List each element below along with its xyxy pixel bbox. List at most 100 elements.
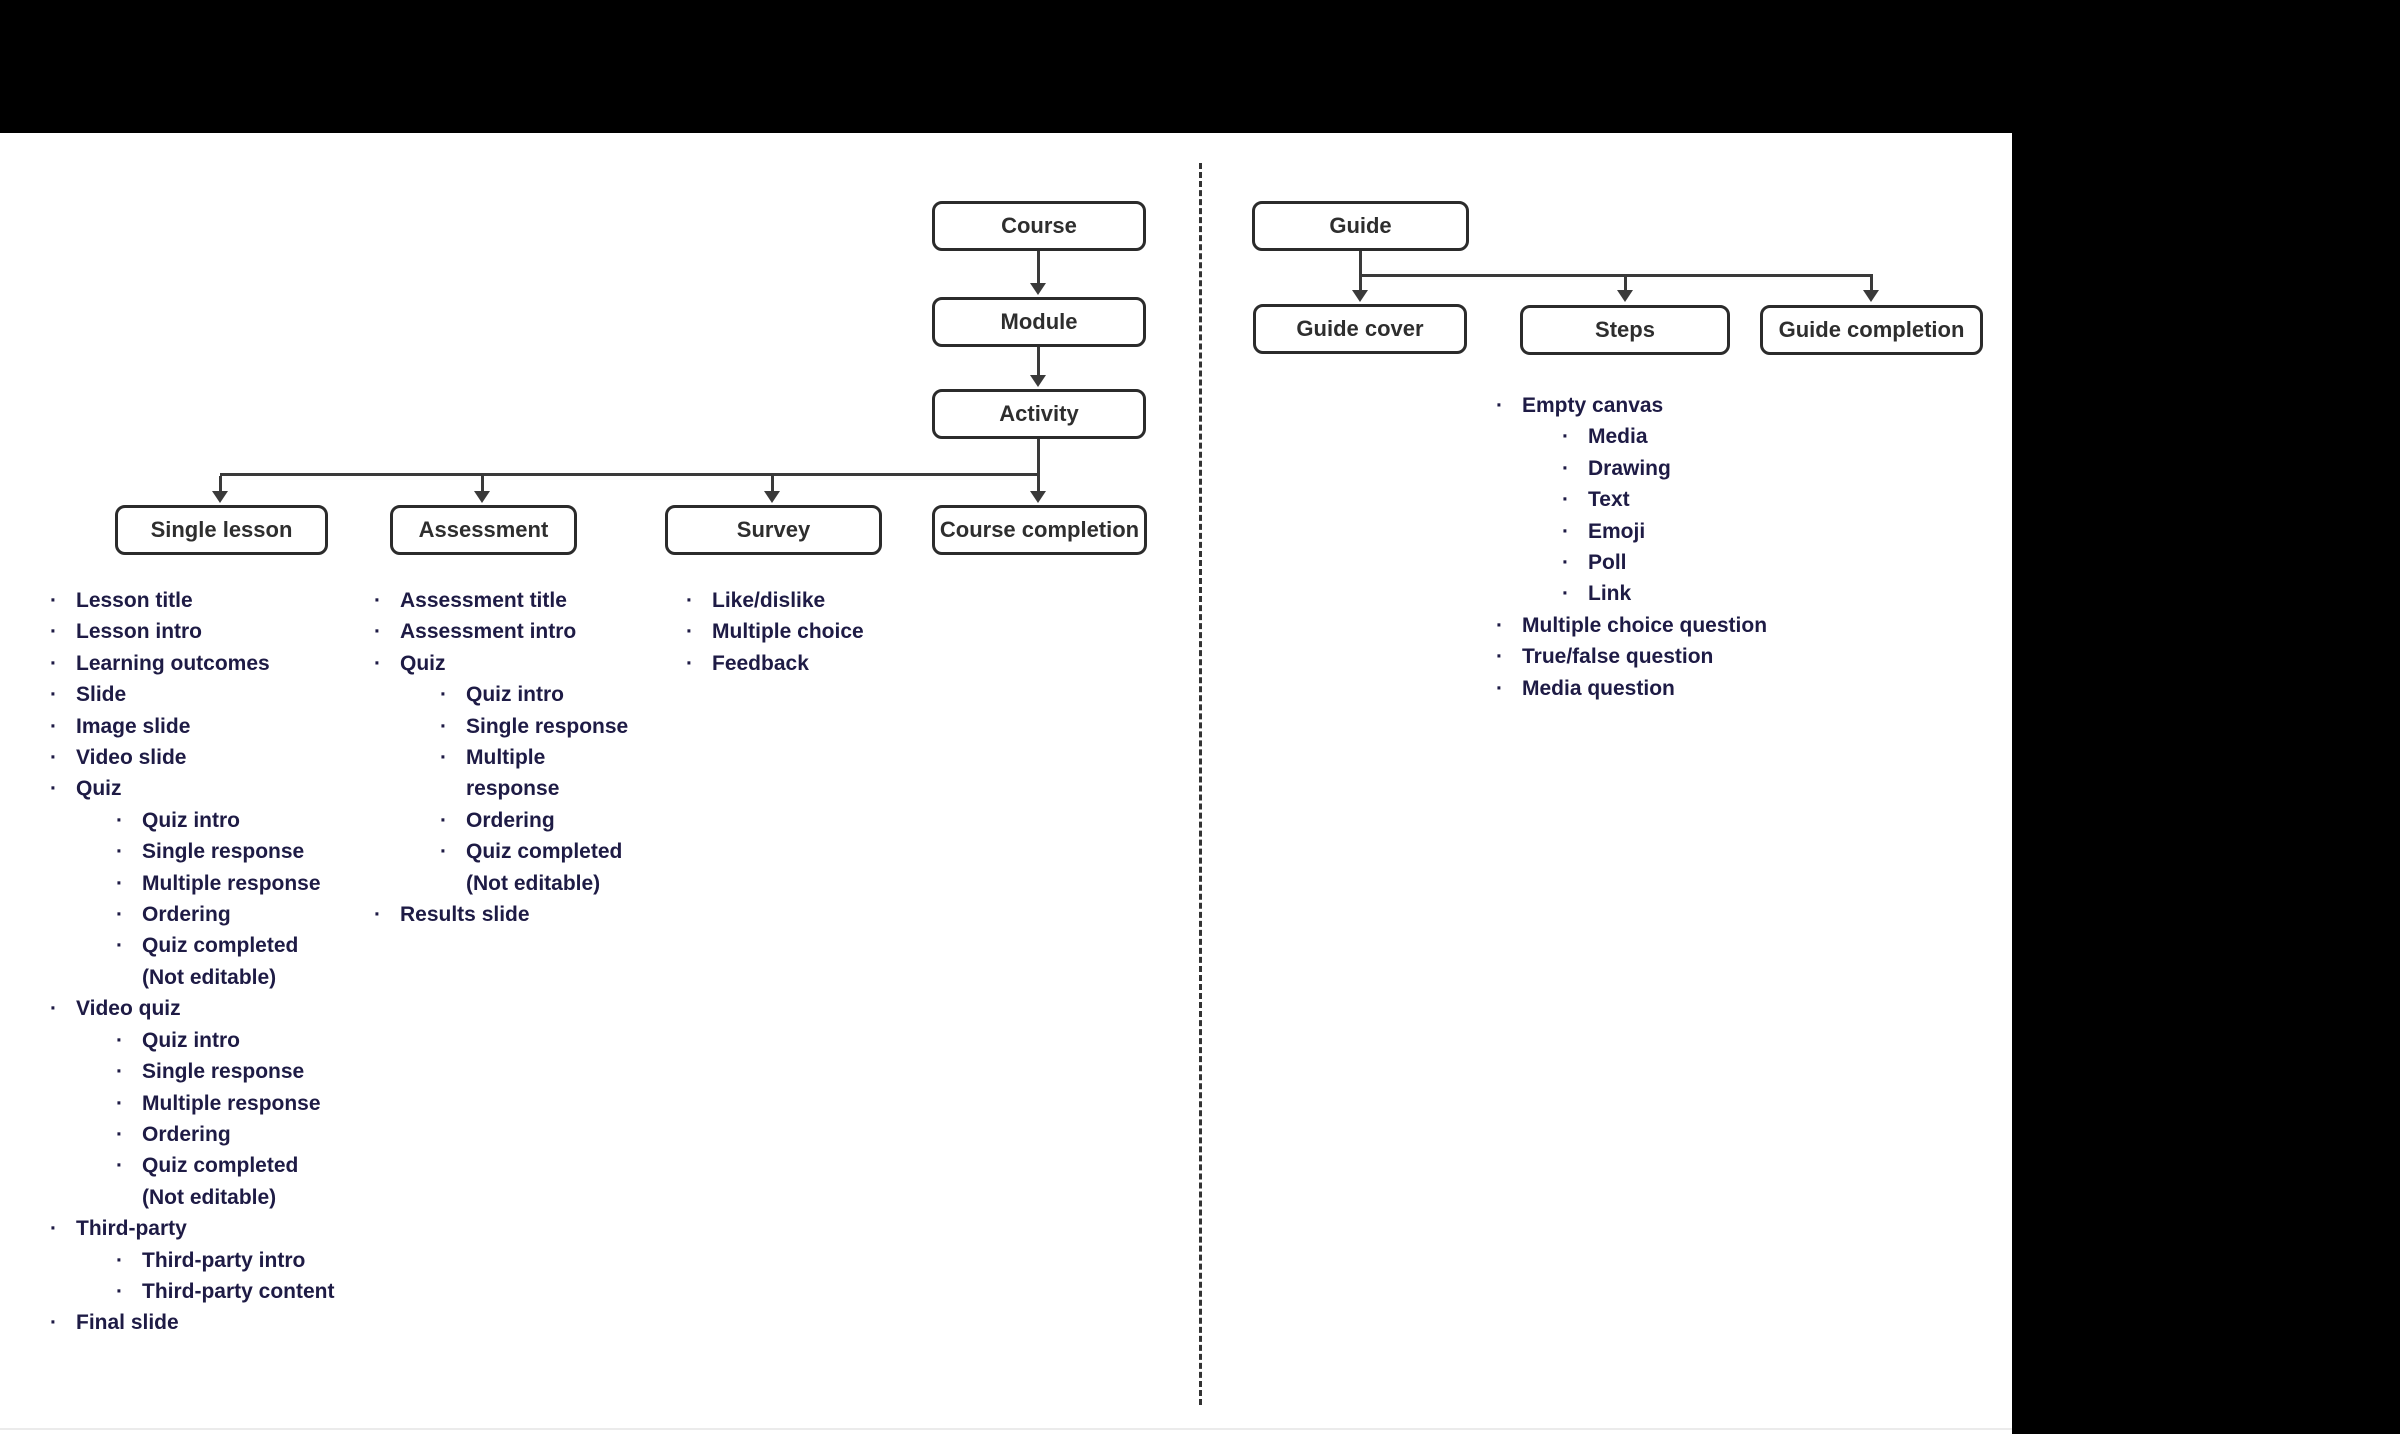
list-item-text: Text [1588,488,1630,512]
bullet-dot: · [116,1091,123,1115]
list-item: ·Video slide [50,742,335,773]
list-item: ·Media question [1496,673,1767,704]
list-item: ·Assessment title [374,585,628,616]
node-course: Course [932,201,1146,251]
list-item: ·Like/dislike [686,585,864,616]
list-item-text: Quiz [400,651,446,675]
arrowhead-assessment [474,491,490,503]
connector-branch-guide-completion [1870,277,1873,290]
list-item: · Ordering [440,805,628,836]
list-item: ·Assessment intro [374,616,628,647]
list-item-text: Ordering [466,808,555,832]
list-item-text: Like/dislike [712,589,826,612]
connector-guide-branch-horizontal [1359,274,1873,277]
bullet-dot: · [50,620,57,644]
bullet-dot: · [686,651,693,675]
list-item: · Third-party content [116,1276,335,1307]
bullet-dot: · [374,651,381,675]
list-item-text: Ordering [142,903,231,927]
node-module-label: Module [1000,309,1078,334]
list-item: ·Text [1562,484,1767,515]
list-item-text: Single response [466,714,629,738]
bullet-dot: · [1496,613,1503,637]
steps-list: ·Empty canvas·Media·Drawing·Text·Emoji·P… [1496,390,1767,704]
list-item-text: Feedback [712,651,809,675]
list-item-text: Image slide [76,714,191,738]
list-item: · Quiz [374,648,628,679]
list-item: · Results slide [374,899,628,930]
list-item-text: Quiz intro [142,808,240,832]
node-guide-cover-label: Guide cover [1296,316,1424,341]
list-item-text: Results slide [400,903,530,927]
bullet-dot: · [116,1060,123,1084]
list-item-text: Ordering [142,1122,231,1146]
bullet-dot: · [116,1248,123,1272]
bullet-dot: · [374,903,381,927]
bullet-dot: · [116,840,123,864]
bullet-dot: · [116,1279,123,1303]
list-item-text: Learning outcomes [76,651,270,675]
connector-course-module [1037,251,1040,285]
list-item-text: Emoji [1588,519,1646,543]
list-item: ·Multiple response [116,868,335,899]
node-single-lesson-label: Single lesson [150,517,293,542]
list-item: ·Video quiz [50,993,335,1024]
list-item: ·Single response [440,711,628,742]
bullet-dot: · [50,746,57,770]
list-item-text: Quiz [76,777,122,801]
node-activity: Activity [932,389,1146,439]
list-item-text: Multiple choice question [1522,613,1768,637]
list-item: · Feedback [686,648,864,679]
arrowhead-course-completion [1030,491,1046,503]
list-item-text: Multiple response [142,1091,321,1115]
list-item-text: Quiz completed(Not editable) [466,840,623,895]
list-item: ·Learning outcomes [50,648,335,679]
node-survey-label: Survey [736,517,811,542]
list-item-text: Third-party intro [142,1248,306,1272]
list-item-text: Slide [76,683,127,707]
bullet-dot: · [116,934,123,958]
survey-list: ·Like/dislike·Multiple choice · Feedback [686,585,864,679]
node-guide-completion-label: Guide completion [1778,317,1965,342]
list-item: ·Link [1562,578,1767,609]
node-course-completion-label: Course completion [939,517,1140,542]
list-item: ·Emoji [1562,516,1767,547]
list-item-text: Lesson title [76,589,193,612]
list-item-text: Empty canvas [1522,394,1664,417]
list-item-text: Third-party content [142,1279,335,1303]
connector-branch-survey [771,476,774,492]
list-item: ·Slide [50,679,335,710]
list-item: ·Quiz completed(Not editable) [116,930,335,993]
bullet-dot: · [116,1028,123,1052]
bullet-dot: · [1562,551,1569,575]
list-item: · Ordering [116,899,335,930]
list-item-text: Quiz intro [466,683,564,707]
bullet-dot: · [50,1311,57,1335]
node-activity-label: Activity [999,401,1079,426]
bullet-dot: · [116,903,123,927]
connector-activity-branch-horizontal [220,473,1040,476]
arrowhead-survey [764,491,780,503]
list-item: · Multiple choice question [1496,610,1767,641]
bullet-dot: · [440,808,447,832]
list-item: · Third-party [50,1213,335,1244]
node-single-lesson: Single lesson [115,505,328,555]
list-item-text: Third-party [76,1217,187,1241]
list-item-text: Lesson intro [76,620,203,644]
list-item: ·Multiple choice [686,616,864,647]
list-item: ·Final slide [50,1307,335,1338]
bullet-dot: · [50,714,57,738]
page-bottom-edge [0,1428,2012,1430]
bullet-dot: · [116,808,123,832]
connector-guide-down [1359,251,1362,277]
list-item-text: Assessment title [400,589,567,612]
bullet-dot: · [50,777,57,801]
list-item: · Quiz intro [116,805,335,836]
bullet-dot: · [1562,425,1569,449]
node-assessment-label: Assessment [418,517,549,542]
bullet-dot: · [50,589,57,612]
bullet-dot: · [50,1217,57,1241]
bullet-dot: · [116,1154,123,1178]
list-item-text: Link [1588,582,1632,606]
